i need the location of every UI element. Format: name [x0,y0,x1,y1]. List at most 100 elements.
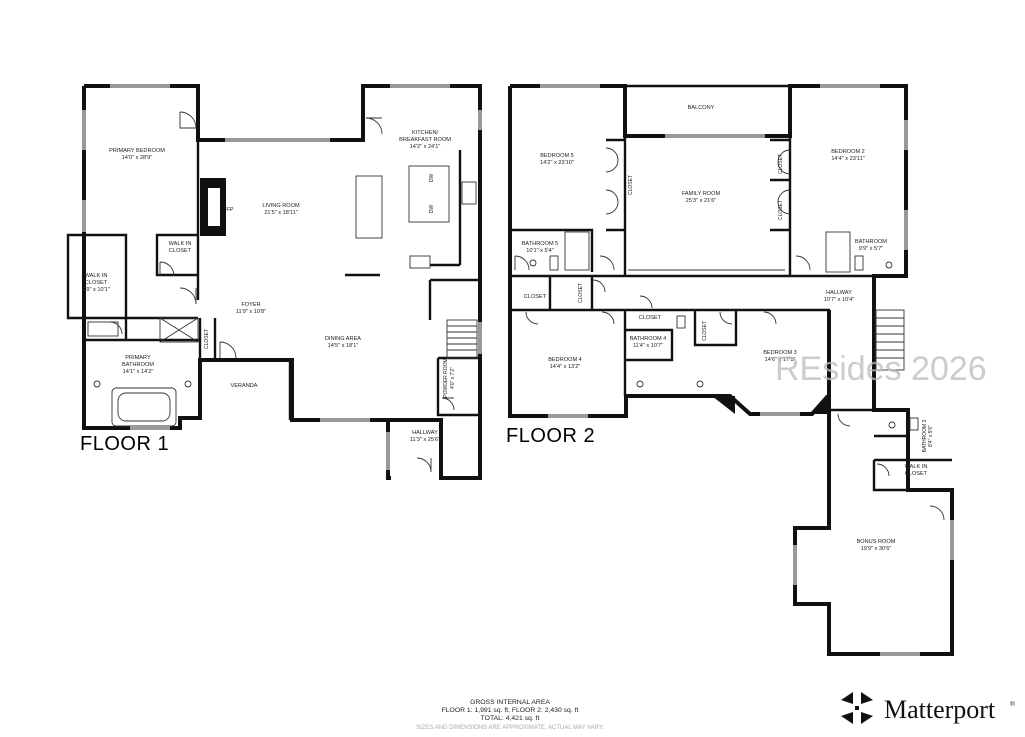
room-name-primary-bathroom: PRIMARY [125,355,151,361]
dishwasher-label: DW [429,174,435,183]
room-name-bathroom-2: BATHROOM [855,239,887,245]
room-name-closet-d: CLOSET [524,294,547,300]
room-dims-bonus-room: 19'9" x 30'6" [861,546,892,552]
footer-disclaimer: SIZES AND DIMENSIONS ARE APPROXIMATE, AC… [416,725,604,731]
room-dims-hallway: 11'3" x 25'6" [410,437,440,443]
room-name-closet-g: CLOSET [702,321,708,341]
room-name-primary-bedroom: PRIMARY BEDROOM [109,148,165,154]
gross-area-footer: GROSS INTERNAL AREA FLOOR 1: 1,991 sq. f… [416,699,604,731]
floor1-plan: PRIMARY BEDROOM 14'0" x 28'9" KITCHEN/ B… [66,84,482,480]
room-name-powder-room: POWDER ROOM [443,358,449,397]
room-name-bonus-room: BONUS ROOM [857,539,896,545]
sink [93,380,101,388]
sink [529,259,537,267]
room-name-closet-b: CLOSET [778,154,784,174]
room-name-closet: CLOSET [204,329,210,349]
room-name-bedroom-4: BEDROOM 4 [548,357,582,363]
toilet [676,315,686,329]
kitchen-island [408,165,450,223]
bathtub-basin [117,392,171,422]
floor1-exterior-wall [82,84,482,480]
toilet [854,255,864,271]
room-name-bedroom-3: BEDROOM 3 [763,350,797,356]
sink [885,261,893,269]
room-dims-bathroom-3: 8'4" x 5'6" [928,425,934,447]
room-name-walk-in-closet-f2-2: CLOSET [905,471,928,477]
sink [888,421,896,429]
bathtub [564,231,590,271]
bathtub [825,231,851,273]
toilet [87,321,119,337]
dishwasher-label-2: DW [429,205,435,214]
floor1-room-labels: PRIMARY BEDROOM 14'0" x 28'9" KITCHEN/ B… [82,130,456,443]
room-dims-bathroom-4: 11'4" x 10'7" [633,343,663,349]
watermark: REsides 2026 [775,350,987,388]
matterport-logo-icon [841,692,873,724]
windows-floor1 [82,84,482,470]
room-dims-living-room: 21'5" x 18'11" [264,210,297,216]
room-name-family-room: FAMILY ROOM [682,191,721,197]
room-name-dining-area: DINING AREA [325,336,361,342]
room-name-closet-c: CLOSET [778,200,784,220]
toilet [549,255,559,271]
room-name-hallway: HALLWAY [412,430,438,436]
room-name-bathroom-4: BATHROOM 4 [630,336,667,342]
room-dims-kitchen: 14'2" x 24'1" [410,144,441,150]
toilet [909,417,919,431]
room-dims-bedroom-4: 14'4" x 13'2" [550,364,581,370]
shower [159,317,199,343]
kitchen-counter [355,175,383,239]
bathtub [111,387,177,427]
stove [461,181,477,205]
room-name-closet-a: CLOSET [628,175,634,195]
floor2-room-labels: BALCONY BEDROOM 5 14'2" x 23'10" FAMILY … [522,105,934,552]
room-name-veranda: VERANDA [230,383,257,389]
room-dims-powder-room: 4'0" x 7'2" [450,367,456,389]
doors-floor2 [514,147,945,521]
room-name-primary-bathroom-2: BATHROOM [122,362,154,368]
room-dims-bedroom-2: 14'4" x 23'11" [831,156,864,162]
room-dims-primary-bathroom: 14'1" x 14'2" [123,369,154,375]
room-dims-hallway-f2: 10'7" x 10'4" [824,297,855,303]
room-name-walk-in-closet-f2: WALK IN [905,464,928,470]
stairs-floor1 [446,319,478,359]
wall-wedge [812,396,830,414]
matterport-logo: Matterport ® [841,692,1015,724]
room-name-bathroom-5: BATHROOM 5 [522,241,559,247]
room-name-foyer: FOYER [241,302,260,308]
sink [184,380,192,388]
floor2-interior-walls [510,84,952,492]
windows-floor2 [540,84,954,656]
room-dims-bedroom-5: 14'2" x 23'10" [540,160,574,166]
room-name-walk-in-closet-2: CLOSET [169,248,192,254]
room-name-kitchen-2: BREAKFAST ROOM [399,137,451,143]
matterport-wordmark: Matterport [884,695,996,724]
matterport-registered-mark: ® [1010,700,1015,708]
sink [409,255,431,269]
room-dims-foyer: 11'9" x 10'8" [236,309,266,315]
stairs-floor2 [875,309,905,371]
room-dims-bedroom-3: 14'6" x 17'1" [765,357,796,363]
fireplace-label: FP [226,207,233,213]
wall-wedge [712,396,735,414]
floor2-plan: BALCONY BEDROOM 5 14'2" x 23'10" FAMILY … [506,84,954,656]
room-name-walk-in-closet-b-2: CLOSET [85,280,108,286]
room-dims-primary-bedroom: 14'0" x 28'9" [122,155,153,161]
room-name-living-room: LIVING ROOM [262,203,300,209]
room-name-bathroom-3: BATHROOM 3 [922,419,928,452]
room-name-walk-in-closet: WALK IN [169,241,192,247]
room-dims-dining-area: 14'5" x 18'1" [328,343,359,349]
room-dims-bathroom-5: 10'1" x 5'4" [526,248,554,254]
room-name-balcony: BALCONY [688,105,715,111]
sink [696,380,704,388]
room-name-hallway-f2: HALLWAY [826,290,852,296]
floor1-label: FLOOR 1 [80,433,169,455]
room-name-closet-e: CLOSET [578,283,584,303]
floor2-label: FLOOR 2 [506,425,595,447]
room-name-walk-in-closet-b: WALK IN [85,273,108,279]
doors-floor1 [109,111,455,473]
room-dims-family-room: 25'3" x 21'6" [686,198,717,204]
room-name-kitchen: KITCHEN/ [412,130,439,136]
room-name-closet-f: CLOSET [639,315,662,321]
